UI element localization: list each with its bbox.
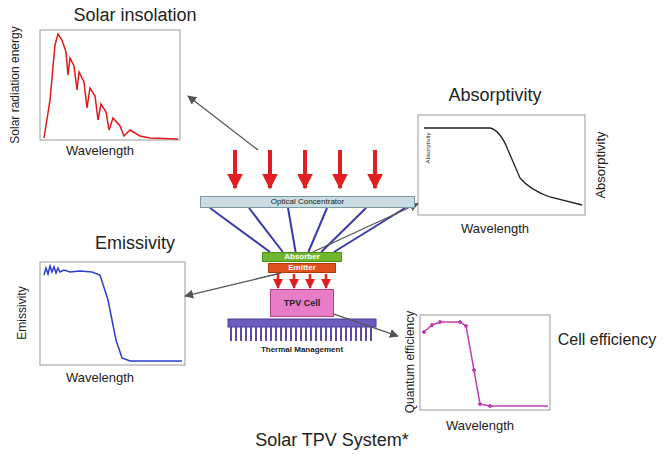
axis-label: Wavelength [66,371,134,384]
thermal-label-area: Thermal Management [228,344,376,356]
absorptivity-curve [424,128,582,205]
axis-label: Solar radiation energy [9,26,21,143]
absorber-layer: Absorber [262,252,342,262]
axis-label: Wavelength [461,222,529,235]
sunlight-arrows [235,150,375,188]
chart-panel: Cell efficiencyQuantum efficiencyWavelen… [398,315,550,410]
part-label: Emitter [288,264,316,272]
chart-title: Absorptivity [448,86,541,104]
emitter-layer: Emitter [268,263,336,273]
connector [278,274,326,288]
chart-panel: Solar insolationSolar radiation energyWa… [40,30,180,140]
part-label: Optical Concentrator [271,198,344,206]
concentrator-bar: Optical Concentrator [200,196,415,208]
chart-title: Cell efficiency [558,332,656,348]
leader-line [188,96,258,150]
solar-spectrum-curve [44,34,178,139]
figure-caption: Solar TPV System* [255,430,409,451]
part-label: Thermal Management [261,346,343,354]
part-label: TPV Cell [284,299,321,308]
emissivity-curve [44,266,182,361]
connector [210,208,405,252]
axis-label: Absorptivity [594,131,607,198]
connector [334,314,398,336]
part-label: Absorber [284,253,320,261]
chart-title: Solar insolation [73,6,196,24]
heat-sink [228,319,376,341]
plot-frames [40,30,585,410]
chart-panel: AbsorptivityAbsorptivityAbsorptivityWave… [418,115,585,215]
connector [313,204,418,252]
connector [185,273,281,296]
chart-title: Emissivity [95,234,175,252]
tpv-cell: TPV Cell [270,289,334,317]
chart-panel: EmissivityEmissivityWavelength [40,262,185,365]
axis-label: Wavelength [446,419,514,432]
axis-label: Wavelength [66,144,134,157]
axis-label: Absorptivity [425,132,431,163]
axis-label: Emissivity [16,286,28,339]
axis-label: Quantum efficiency [404,311,416,414]
quantum-efficiency-curve [423,321,549,408]
